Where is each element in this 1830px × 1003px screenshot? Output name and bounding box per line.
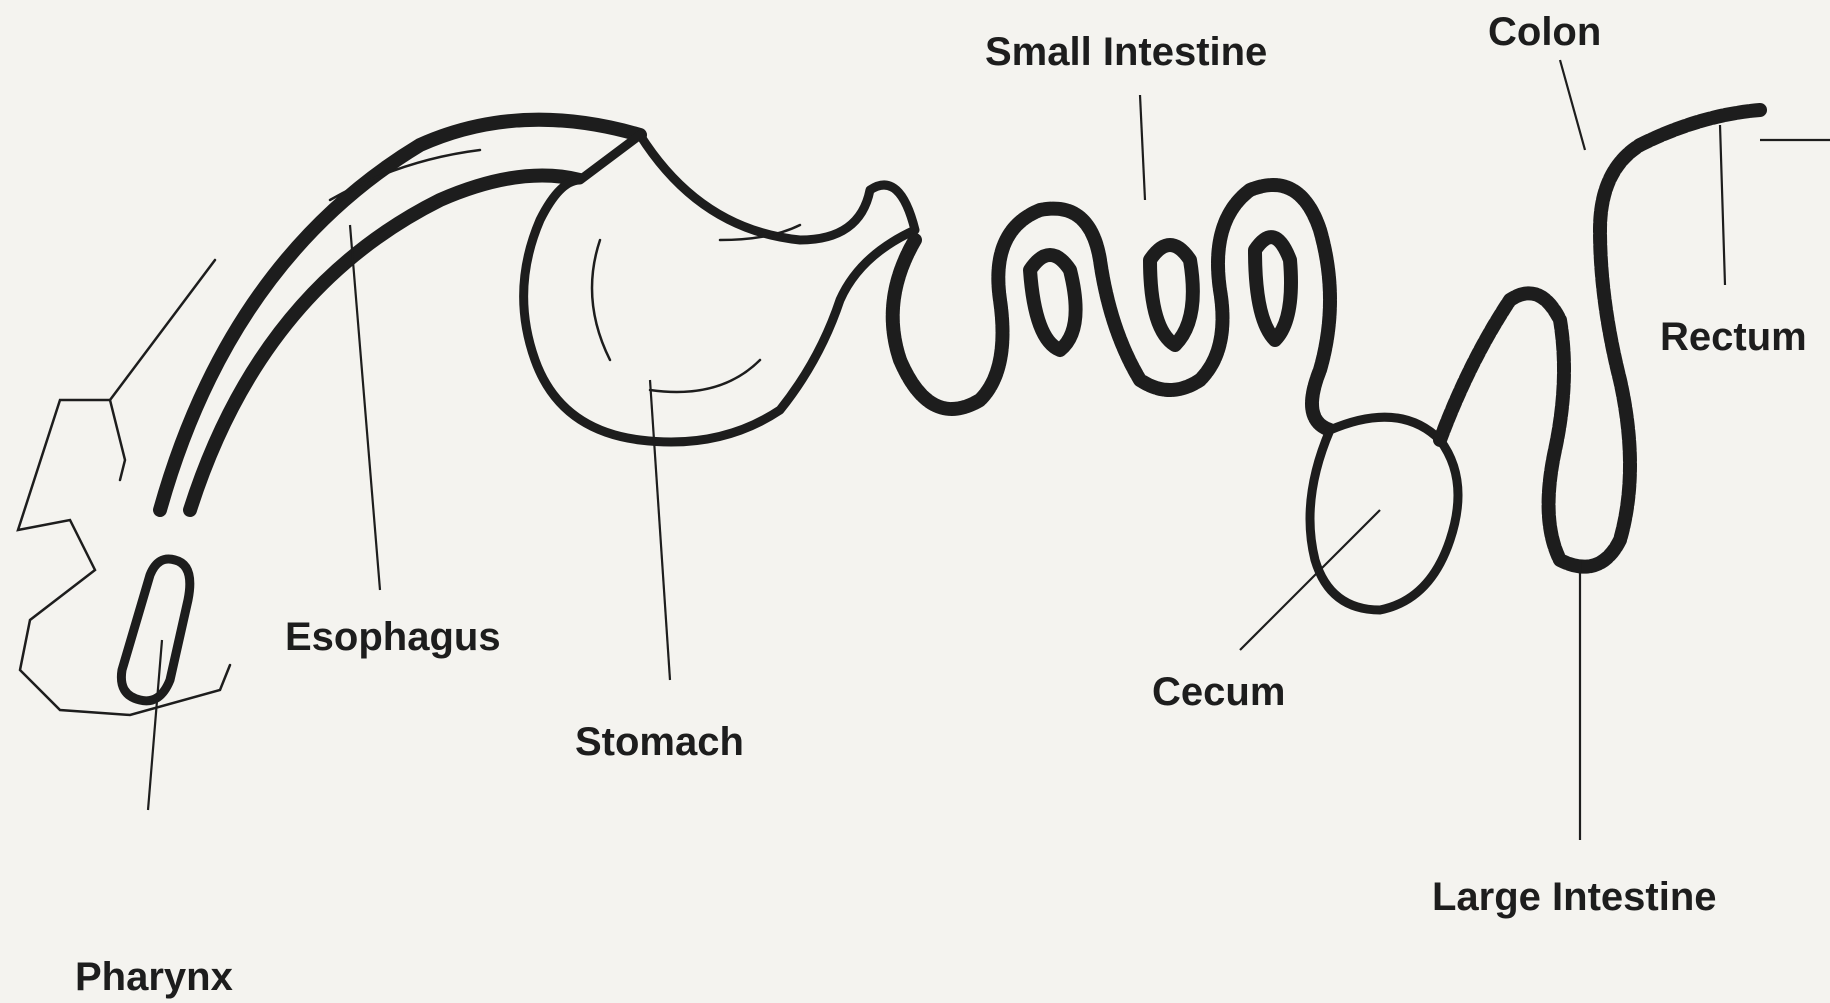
large-intestine-tube [1440,145,1640,567]
label-rectum: Rectum [1660,315,1807,359]
label-large-intestine: Large Intestine [1432,875,1717,919]
cecum-pouch [1310,417,1458,610]
small-intestine-coils [893,185,1330,430]
label-esophagus: Esophagus [285,615,501,659]
label-cecum: Cecum [1152,670,1285,714]
pharynx-tube [121,559,189,701]
label-pharynx: Pharynx [75,955,233,999]
label-stomach: Stomach [575,720,744,764]
label-colon: Colon [1488,10,1601,54]
leader-lines [148,60,1830,840]
colon-rectum-tube [1640,110,1760,145]
stomach-organ [524,135,915,442]
label-small-intestine: Small Intestine [985,30,1267,74]
